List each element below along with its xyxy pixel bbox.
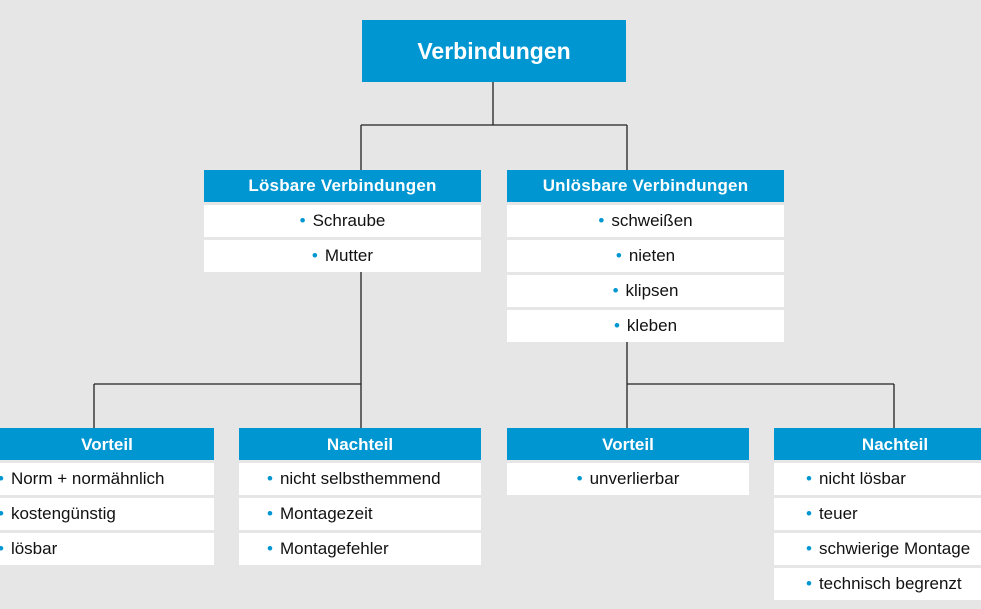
list-item: • klipsen <box>507 275 784 307</box>
list-item-text: nicht lösbar <box>818 469 906 488</box>
bullet-icon: • <box>267 539 273 558</box>
list-item-text: Norm + normähnlich <box>10 469 165 488</box>
list-item: • nieten <box>507 240 784 272</box>
bullet-icon: • <box>613 316 620 335</box>
list-item: • Norm + normähnlich <box>0 463 214 495</box>
bullet-icon: • <box>806 539 812 558</box>
connector-unloesbar-to-evaluation <box>626 342 895 428</box>
unloesbar-node: Unlösbare Verbindungen • schweißen • niete… <box>507 170 784 342</box>
list-item: • Montagefehler <box>239 533 481 565</box>
loesbar-vorteil-title: Vorteil <box>0 428 214 460</box>
bullet-icon: • <box>267 469 273 488</box>
bullet-icon: • <box>267 504 273 523</box>
bullet-icon: • <box>806 504 812 523</box>
loesbar-title: Lösbare Verbindungen <box>204 170 481 202</box>
root-node: Verbindungen <box>362 20 626 82</box>
list-item: • nicht selbsthemmend <box>239 463 481 495</box>
bullet-icon: • <box>576 469 583 488</box>
list-item-text: kostengünstig <box>10 504 116 523</box>
list-item-text: klipsen <box>625 281 679 300</box>
loesbar-node: Lösbare Verbindungen • Schraube • Mutter <box>204 170 481 272</box>
bullet-icon: • <box>299 211 306 230</box>
list-item-text: nieten <box>628 246 676 265</box>
list-item-text: Mutter <box>324 246 374 265</box>
unloesbar-nachteil-node: Nachteil • nicht lösbar • teuer • schwierig… <box>774 428 981 600</box>
bullet-icon: • <box>615 246 622 265</box>
list-item-text: nicht selbsthemmend <box>279 469 441 488</box>
root-title: Verbindungen <box>362 20 626 82</box>
list-item-text: Montagezeit <box>279 504 373 523</box>
unloesbar-vorteil-node: Vorteil • unverlierbar <box>507 428 749 495</box>
loesbar-nachteil-title: Nachteil <box>239 428 481 460</box>
list-item-text: lösbar <box>10 539 58 558</box>
list-item: • kostengünstig <box>0 498 214 530</box>
list-item: • lösbar <box>0 533 214 565</box>
list-item-text: Montagefehler <box>279 539 389 558</box>
unloesbar-title: Unlösbare Verbindungen <box>507 170 784 202</box>
bullet-icon: • <box>0 463 4 495</box>
bullet-icon: • <box>311 246 318 265</box>
list-item-text: schwierige Montage <box>818 539 971 558</box>
list-item-text: kleben <box>626 316 678 335</box>
list-item-text: Schraube <box>312 211 386 230</box>
bullet-icon: • <box>598 211 605 230</box>
list-item: • nicht lösbar <box>774 463 981 495</box>
unloesbar-nachteil-title: Nachteil <box>774 428 981 460</box>
list-item-text: technisch begrenzt <box>818 574 962 593</box>
bullet-icon: • <box>806 469 812 488</box>
list-item: • schwierige Montage <box>774 533 981 565</box>
list-item: • Montagezeit <box>239 498 481 530</box>
list-item: • schweißen <box>507 205 784 237</box>
list-item-text: unverlierbar <box>589 469 680 488</box>
bullet-icon: • <box>0 533 4 565</box>
bullet-icon: • <box>806 574 812 593</box>
list-item: • unverlierbar <box>507 463 749 495</box>
list-item: • kleben <box>507 310 784 342</box>
list-item: • Mutter <box>204 240 481 272</box>
list-item: • technisch begrenzt <box>774 568 981 600</box>
list-item: • Schraube <box>204 205 481 237</box>
connector-loesbar-to-evaluation <box>93 272 362 428</box>
unloesbar-vorteil-title: Vorteil <box>507 428 749 460</box>
bullet-icon: • <box>0 498 4 530</box>
bullet-icon: • <box>612 281 619 300</box>
loesbar-vorteil-node: Vorteil • Norm + normähnlich • kostengünst… <box>0 428 214 565</box>
loesbar-nachteil-node: Nachteil • nicht selbsthemmend • Montageze… <box>239 428 481 565</box>
connector-root-to-level1 <box>360 82 628 170</box>
list-item-text: teuer <box>818 504 858 523</box>
list-item: • teuer <box>774 498 981 530</box>
list-item-text: schweißen <box>611 211 693 230</box>
